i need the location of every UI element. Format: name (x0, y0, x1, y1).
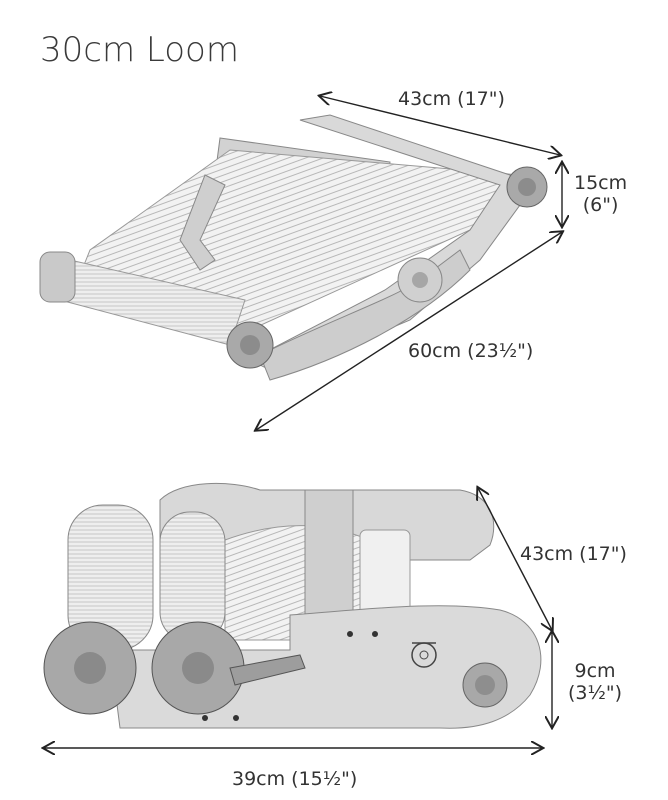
side-height-label-line1: 9cm (574, 660, 616, 682)
width-dimension-arrow (320, 96, 560, 155)
side-length-label: 39cm (15½") (232, 768, 358, 790)
side-frame-left (179, 174, 226, 271)
ratchet-wheel-left-icon (43, 621, 137, 715)
side-width-dimension-arrow (478, 488, 552, 630)
side-height-label: 9cm (3½") (568, 660, 622, 704)
side-height-label-line2: (3½") (568, 682, 623, 704)
side-width-label: 43cm (17") (520, 543, 627, 565)
heddle-post (304, 489, 354, 631)
top-height-label-line1: 15cm (574, 172, 628, 194)
top-height-label-line2: (6") (582, 194, 619, 216)
ratchet-knob-front-icon (226, 321, 274, 369)
depth-dimension-arrow (256, 232, 562, 430)
top-width-label: 43cm (17") (398, 88, 505, 110)
tension-knob-icon (462, 662, 508, 708)
pawl-lever (229, 654, 306, 686)
ratchet-knob-icon (506, 166, 548, 208)
top-height-label: 15cm (6") (574, 172, 627, 216)
loom-side-illustration (43, 483, 542, 729)
brand-logo-icon (411, 642, 437, 668)
front-roller (39, 251, 76, 303)
ratchet-wheel-right-icon (151, 621, 245, 715)
page-title: 30cm Loom (40, 30, 239, 70)
top-depth-label: 60cm (23½") (408, 340, 534, 362)
